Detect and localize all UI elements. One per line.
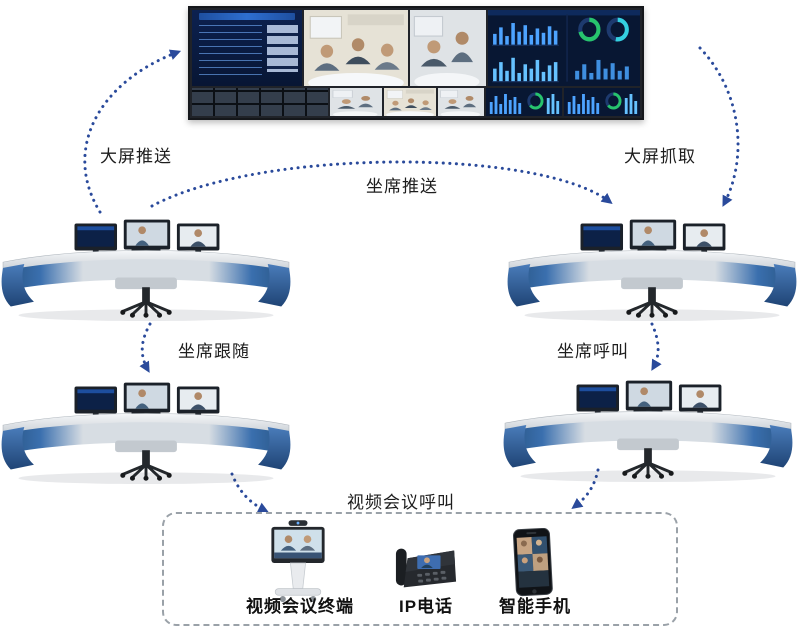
arrow-seat-call [650,322,662,371]
wall-panel-meeting-4 [384,88,436,116]
console-bottom-right [502,369,794,483]
label-video-conference-call: 视频会议呼叫 [347,493,455,512]
wall-panel-thumbnails [192,88,328,116]
wall-panel-meeting-1 [304,10,408,86]
smartphone-icon [510,528,556,600]
wall-panel-dashboard [192,10,302,86]
arrow-push-to-wall [83,49,182,214]
wall-panel-analytics [488,10,640,86]
wall-panel-meeting-3 [330,88,382,116]
console-top-right [506,208,798,322]
video-wall-top-row [192,10,640,86]
label-seat-call: 坐席呼叫 [557,342,629,361]
arrow-grab-from-wall [698,46,740,207]
label-smartphone: 智能手机 [499,597,571,616]
wall-panel-meeting-5 [438,88,484,116]
console-top-left [0,208,292,322]
label-ip-phone: IP电话 [398,597,454,616]
wall-panel-mini-charts-1 [486,88,562,116]
label-seat-push: 坐席推送 [366,177,438,196]
label-seat-follow: 坐席跟随 [178,342,250,361]
wall-panel-mini-charts-2 [564,88,640,116]
video-conference-cart-icon [260,520,336,604]
console-bottom-left [0,371,292,485]
wall-panel-meeting-2 [410,10,486,86]
dashboard-header-bar [198,13,296,20]
label-video-conference-terminal: 视频会议终端 [246,597,354,616]
device-group-box: 视频会议终端 IP电话 智能手机 [162,512,678,626]
video-wall-bottom-row [192,88,640,116]
label-push-to-wall: 大屏推送 [100,147,172,166]
label-grab-from-wall: 大屏抓取 [624,147,696,166]
ip-phone-icon [394,542,458,594]
video-wall [188,6,644,120]
arrow-seat-follow [139,322,152,373]
